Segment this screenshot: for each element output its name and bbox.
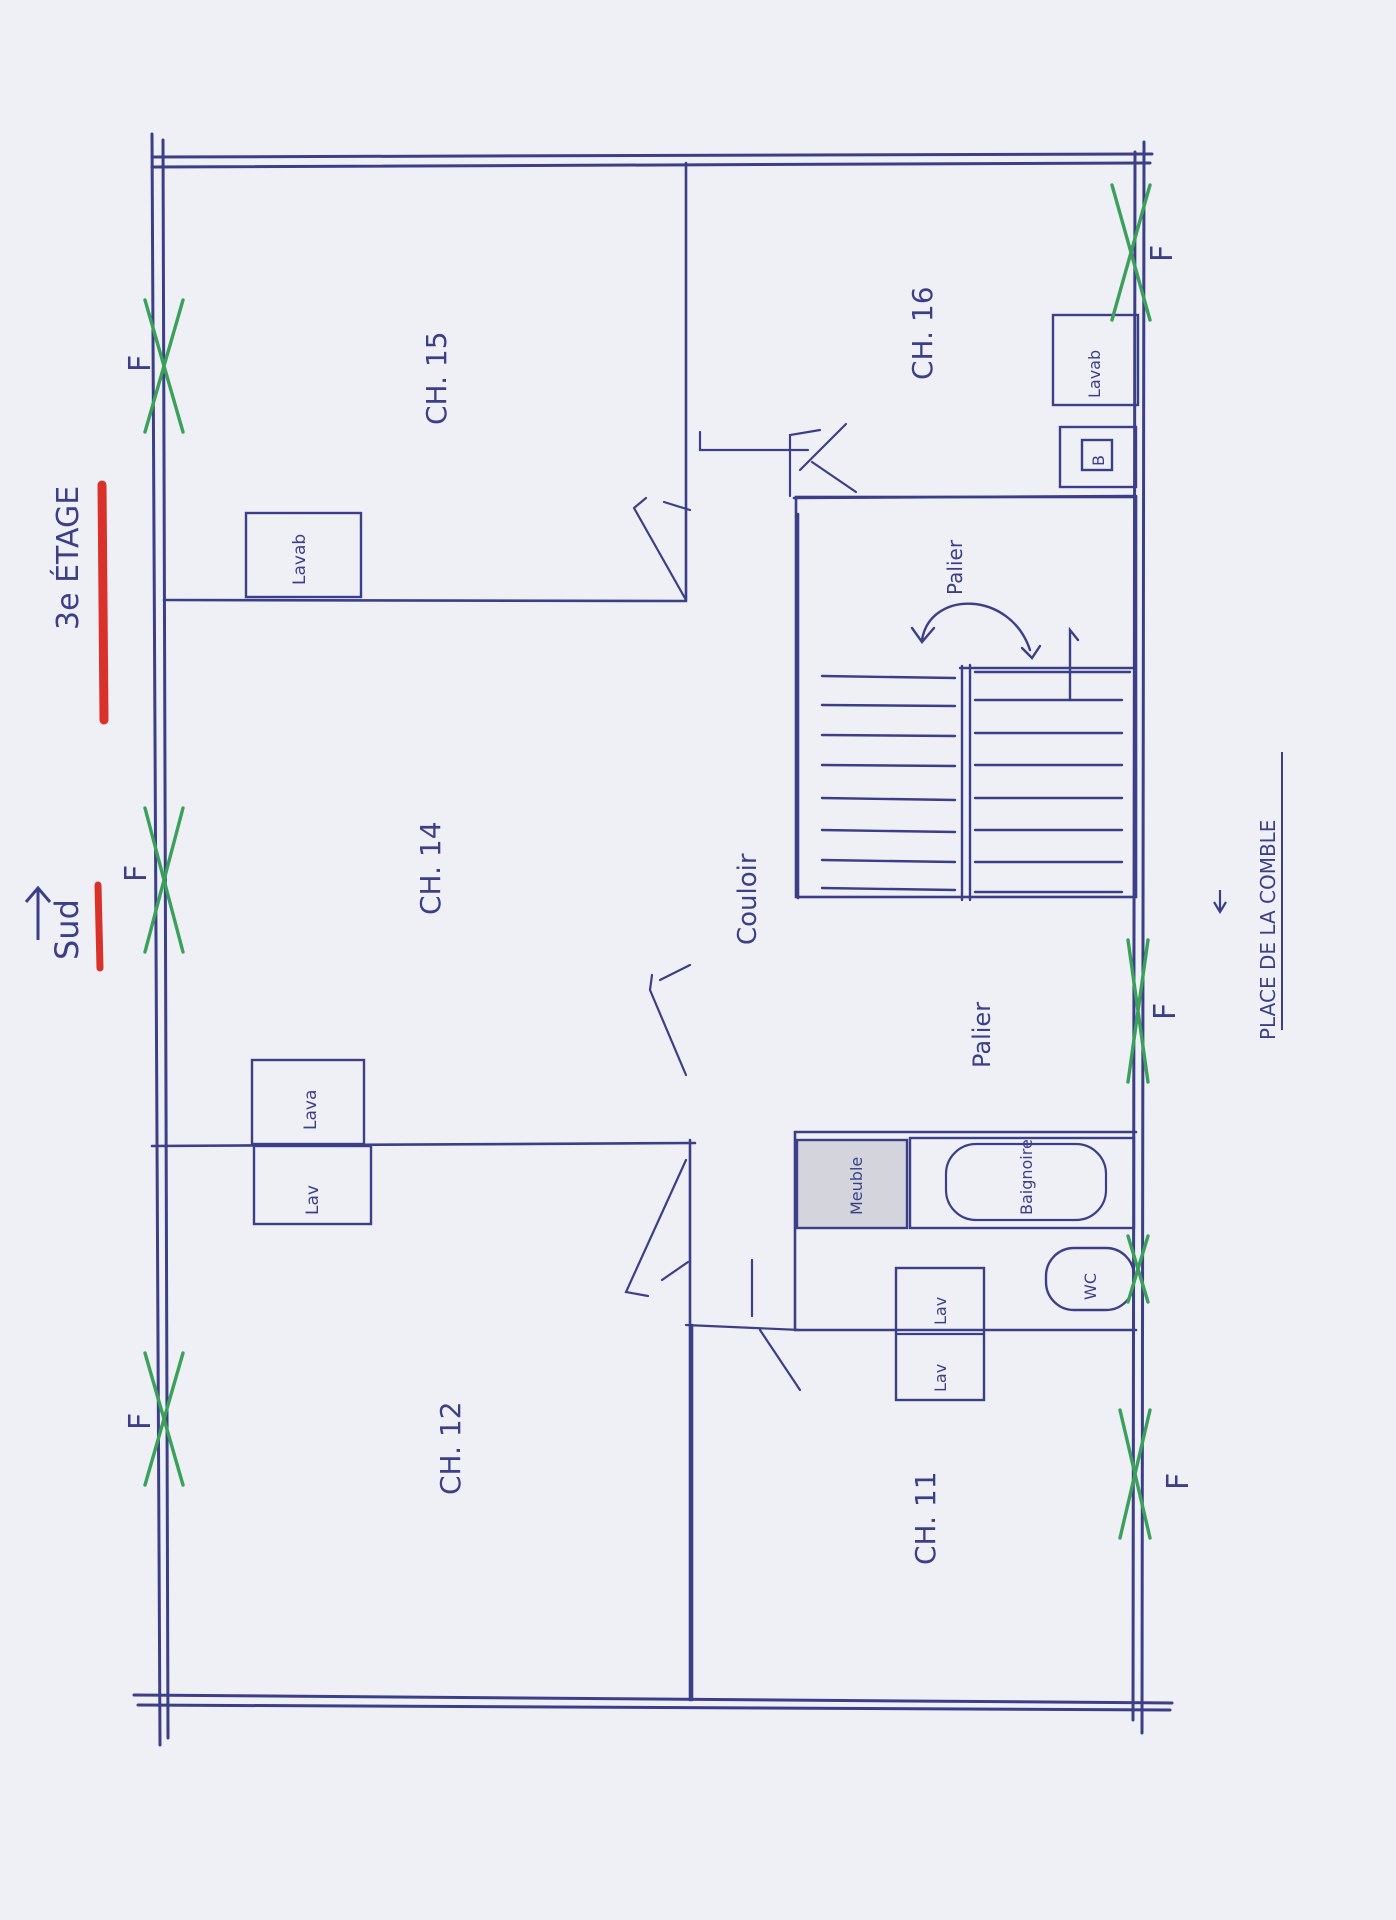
fixture-meuble: Meuble [795, 1138, 909, 1230]
south-label: Sud [48, 899, 86, 960]
room-label-palier: Palier [968, 1002, 996, 1068]
room-label-ch14: CH. 14 [414, 821, 447, 915]
window-marker-east-1: F [1145, 245, 1180, 262]
meuble-label: Meuble [847, 1157, 866, 1215]
lavabo-ch12-label: Lav [303, 1185, 323, 1215]
fixture-lavabo-ch15: Lavab [244, 511, 363, 599]
room-label-couloir: Couloir [733, 853, 763, 945]
floor-title: 3e ÉTAGE [50, 480, 109, 725]
staircase [820, 602, 1137, 902]
wc-label: WC [1081, 1273, 1100, 1300]
stair-turn-arrow-icon [920, 602, 1032, 652]
interior-walls [150, 161, 1138, 1702]
door-ch12-icon [624, 1158, 690, 1298]
fixture-lavabo-ch14: Lava [250, 1058, 366, 1146]
door-ch16-icon [788, 422, 858, 498]
fixture-lavabo-ch12: Lav [252, 1144, 373, 1226]
windows [143, 183, 1152, 1540]
window-marker-west-2: F [119, 865, 154, 882]
combles-label: PLACE DE LA COMBLE [1256, 820, 1280, 1040]
window-west-2 [143, 806, 185, 954]
door-ch14-icon [648, 963, 692, 1077]
lavabo-ch11-label-a: Lav [931, 1297, 950, 1325]
fixture-lavabo-ch11: Lav Lav [894, 1266, 986, 1402]
window-marker-east-2: F [1148, 1003, 1183, 1020]
window-marker-west-1: F [123, 355, 158, 372]
room-label-ch16: CH. 16 [906, 286, 939, 380]
room-label-ch15: CH. 15 [420, 331, 453, 425]
lavabo-ch11-label-b: Lav [931, 1364, 950, 1392]
door-ch11-icon [684, 1258, 802, 1392]
room-label-ch11: CH. 11 [909, 1471, 942, 1565]
bidet-label: B [1089, 455, 1108, 466]
room-label-ch12: CH. 12 [434, 1401, 467, 1495]
window-west-1 [143, 298, 185, 434]
window-east-2 [1126, 938, 1150, 1084]
south-arrow-icon [24, 885, 52, 940]
fixture-lavabo-ch16: Lavab [1051, 313, 1140, 407]
door-landing-icon [698, 430, 810, 452]
south-underline [94, 881, 104, 972]
window-east-4 [1118, 1408, 1152, 1540]
window-east-3 [1126, 1234, 1150, 1304]
combles-note: PLACE DE LA COMBLE [1213, 752, 1283, 1040]
stair-landing-label: Palier [943, 539, 967, 595]
lavabo-ch14-label: Lava [301, 1090, 321, 1130]
floor-underline [97, 480, 109, 725]
lavabo-ch15-label: Lavab [290, 534, 310, 585]
door-ch15-icon [632, 496, 692, 602]
fixture-baignoire: Baignoire [908, 1136, 1136, 1230]
window-east-1 [1110, 183, 1152, 322]
baignoire-label: Baignoire [1017, 1139, 1036, 1215]
fixture-bidet: B [1058, 425, 1138, 489]
floor-label: 3e ÉTAGE [50, 486, 86, 630]
combles-arrow-icon [1213, 890, 1227, 915]
compass-south: Sud [24, 881, 104, 972]
window-marker-west-3: F [123, 1413, 158, 1430]
window-marker-east-4: F [1161, 1473, 1196, 1490]
doors [624, 422, 858, 1392]
lavabo-ch16-label: Lavab [1085, 350, 1104, 398]
window-west-3 [143, 1351, 185, 1487]
